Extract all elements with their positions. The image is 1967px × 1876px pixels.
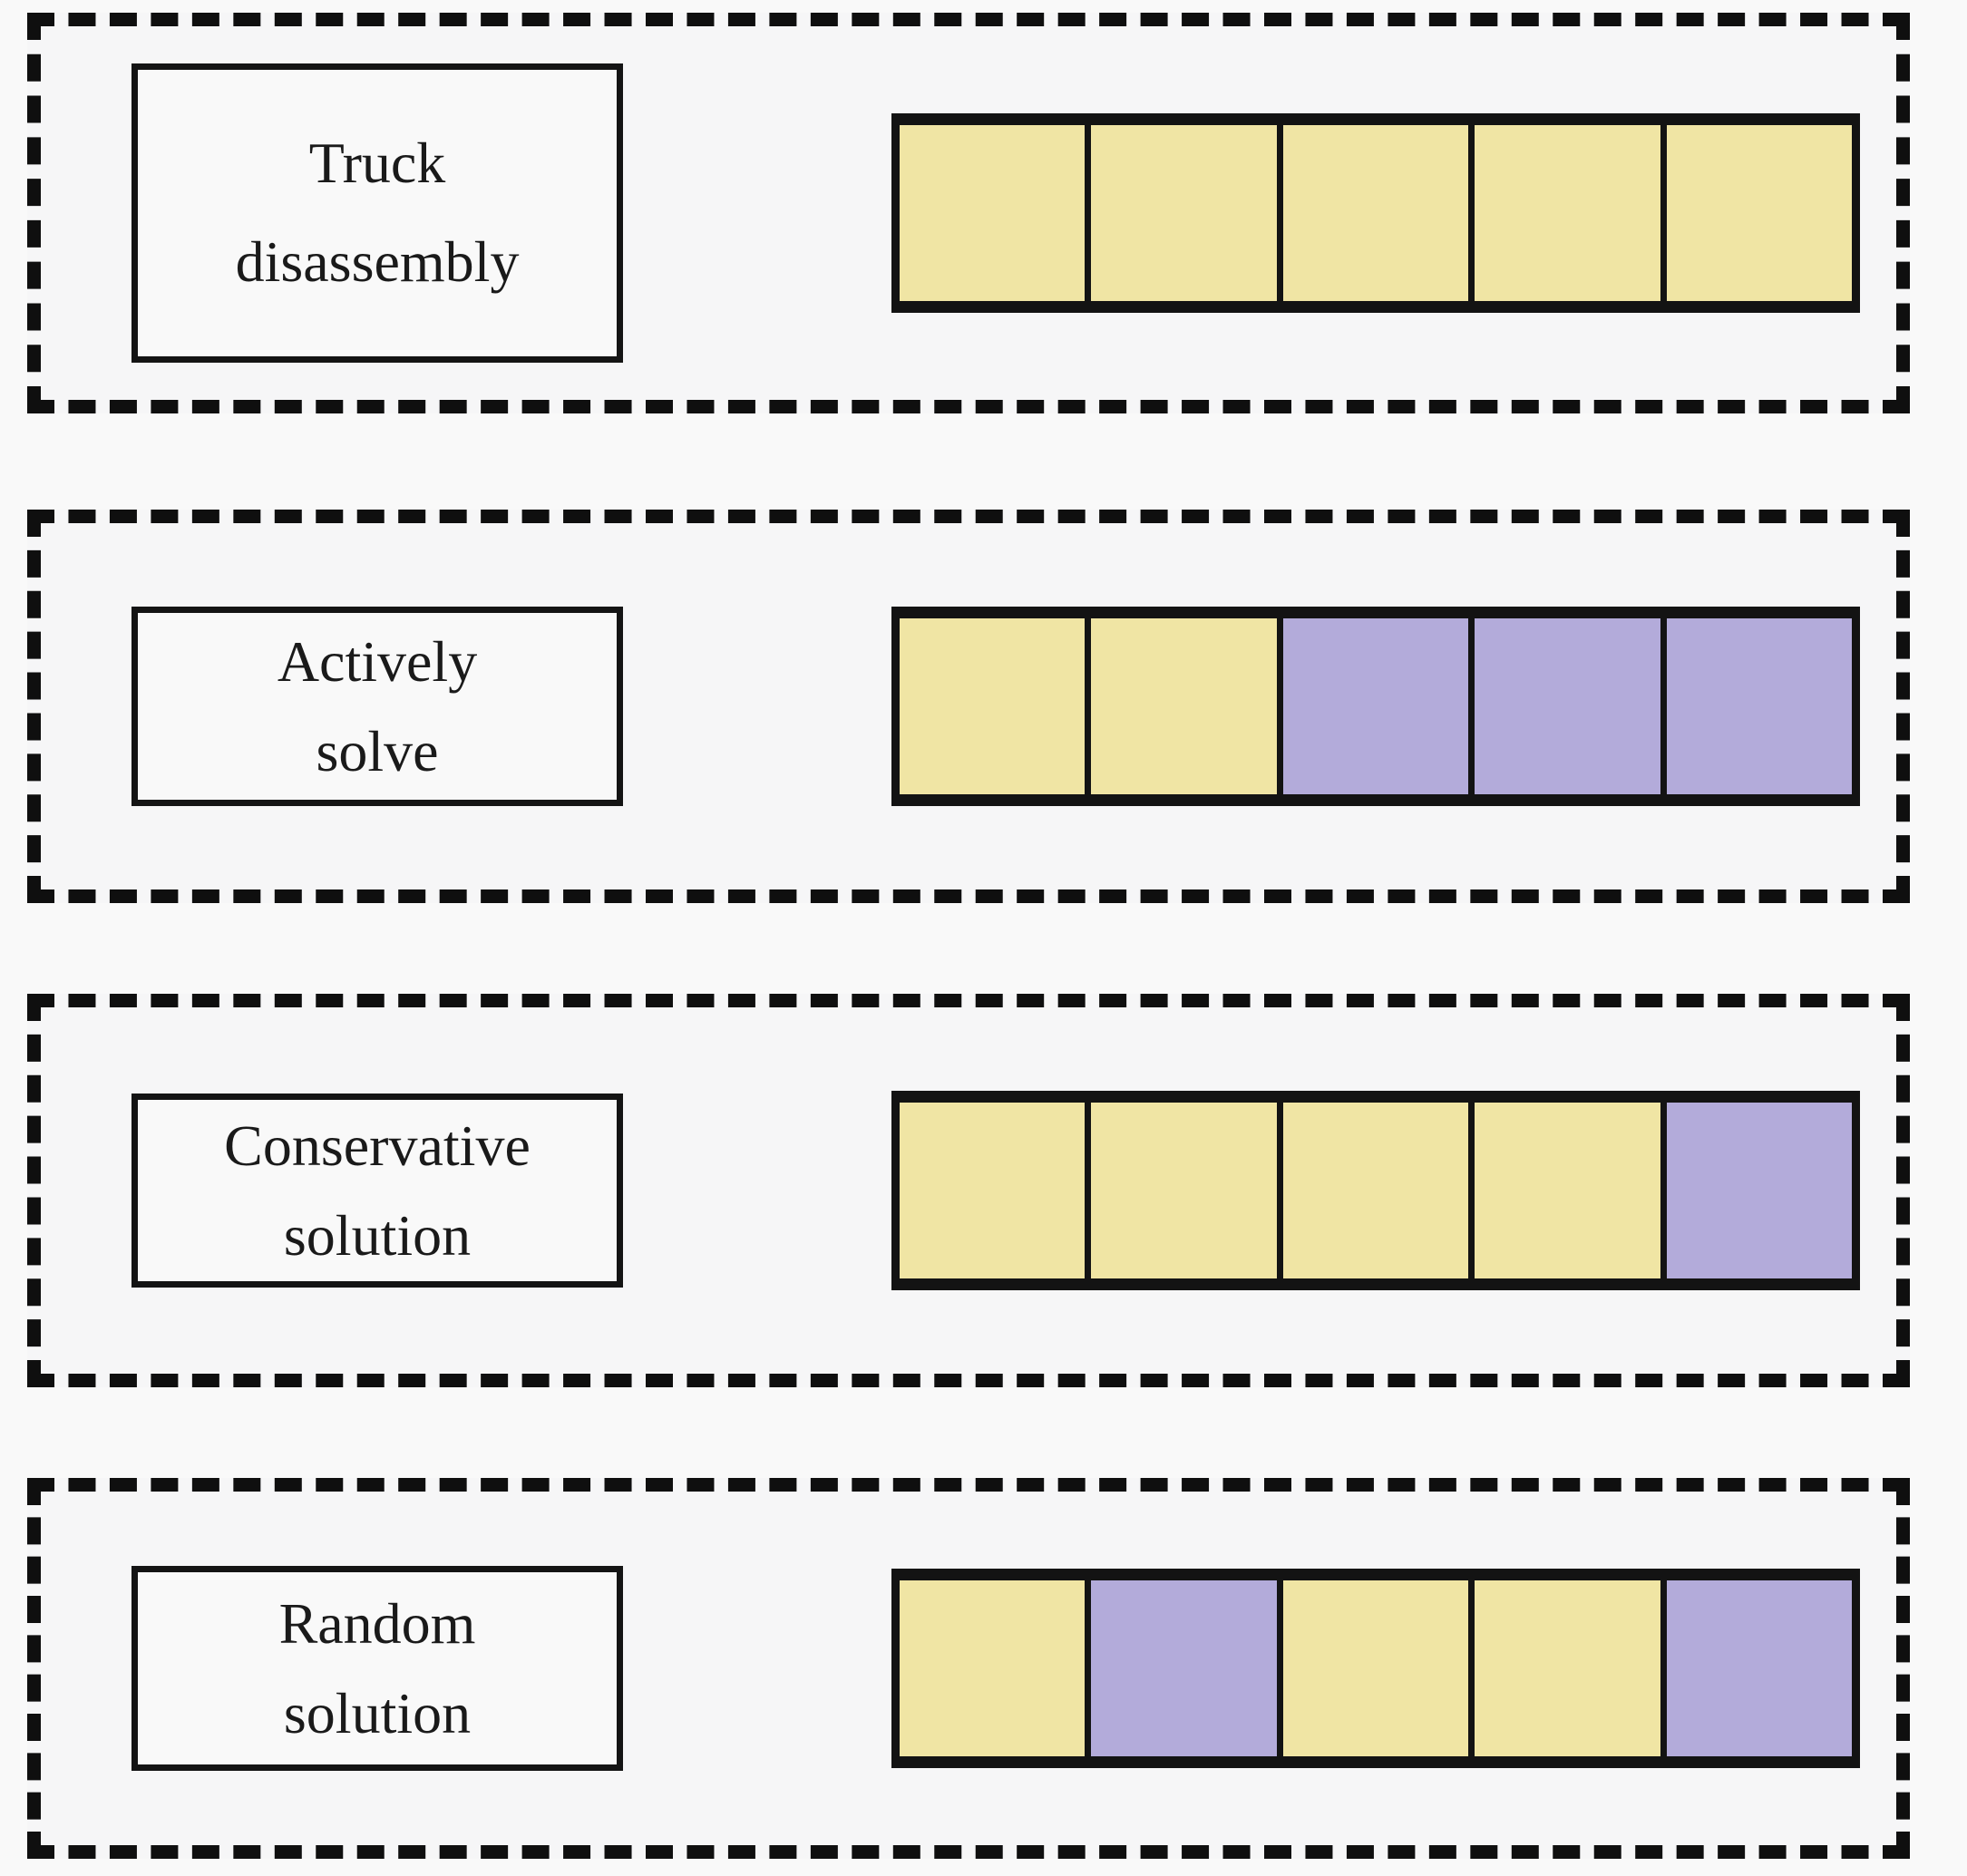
task-cell [1666, 125, 1853, 301]
task-cell [1666, 618, 1853, 794]
task-cell [1666, 1580, 1853, 1756]
task-cell [1475, 1580, 1660, 1756]
row-actively-solve: Actively solve [27, 510, 1910, 903]
row-random-solution: Random solution [27, 1478, 1910, 1859]
task-cell [1091, 1580, 1277, 1756]
label-text: Truck [308, 131, 446, 196]
sequence-strip-conservative-solution [891, 1091, 1860, 1290]
task-cell [1475, 1103, 1660, 1278]
sequence-strip-actively-solve [891, 607, 1860, 806]
task-cell [1091, 618, 1277, 794]
label-text: Conservative [224, 1113, 531, 1178]
label-box-random-solution: Random solution [131, 1566, 623, 1771]
label-text: Actively [277, 628, 478, 694]
task-cell [900, 1103, 1086, 1278]
task-cell [1091, 1103, 1277, 1278]
task-cell [900, 1580, 1086, 1756]
task-cell [1666, 1103, 1853, 1278]
task-cell [1475, 618, 1660, 794]
label-text: disassembly [235, 229, 520, 294]
task-cell [1091, 125, 1277, 301]
task-cell [1282, 1580, 1469, 1756]
sequence-strip-random-solution [891, 1569, 1860, 1768]
label-text: Random [278, 1590, 476, 1656]
task-cell [1282, 618, 1469, 794]
task-cell [900, 125, 1086, 301]
label-box-conservative-solution: Conservative solution [131, 1094, 623, 1288]
row-truck-disassembly: Truck disassembly [27, 13, 1910, 413]
task-cell [1475, 125, 1660, 301]
label-box-actively-solve: Actively solve [131, 607, 623, 806]
label-box-truck-disassembly: Truck disassembly [131, 63, 623, 363]
task-cell [1282, 125, 1469, 301]
task-cell [900, 618, 1086, 794]
row-conservative-solution: Conservative solution [27, 994, 1910, 1387]
label-text: solution [283, 1203, 472, 1268]
label-text: solve [316, 719, 439, 783]
sequence-strip-truck-disassembly [891, 113, 1860, 313]
label-text: solution [283, 1681, 472, 1745]
task-cell [1282, 1103, 1469, 1278]
